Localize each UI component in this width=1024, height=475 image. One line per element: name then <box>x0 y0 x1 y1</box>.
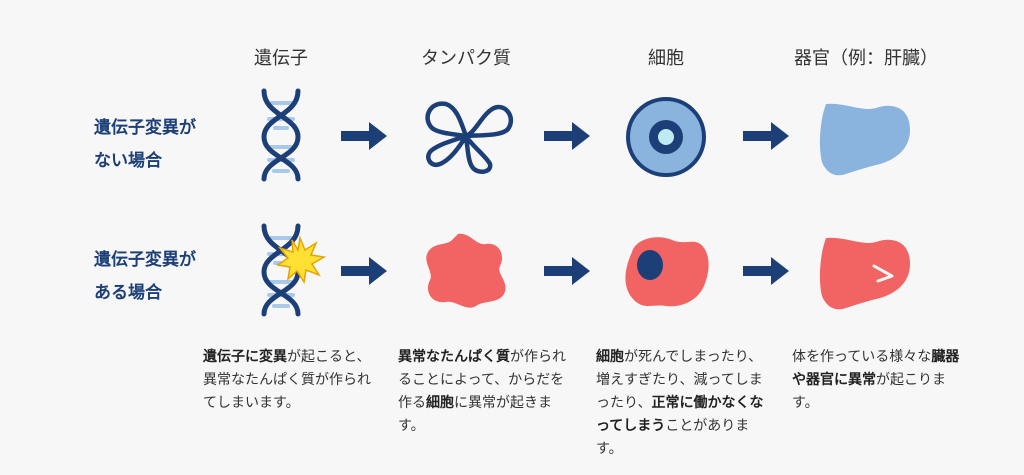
mutation-burst-icon <box>276 235 327 285</box>
caption-text: 体を作っている様々な <box>792 349 932 365</box>
caption-emphasis: 異常なたんぱく質 <box>398 349 510 365</box>
caption-text: ことがあります。 <box>596 418 750 457</box>
abnormal-protein-icon <box>426 233 506 308</box>
dna-helix-icon <box>264 91 298 179</box>
caption-text: が起こります。 <box>792 372 946 411</box>
arrow-icon <box>341 257 387 285</box>
column-header-organ: 器官（例：肝臓） <box>794 48 938 69</box>
caption-text: が死んでしまったり、増えすぎたり、減ってしまったり、 <box>596 349 763 411</box>
caption-text: に異常が起きます。 <box>398 395 552 434</box>
row-label-with-mutation: 遺伝子変異が ある場合 <box>94 244 244 310</box>
caption-cell: 細胞が死んでしまったり、増えすぎたり、減ってしまったり、正常に働かなくなってしま… <box>596 346 771 461</box>
caption-text: が作られることによって、からだを作る <box>398 349 566 411</box>
caption-emphasis: 臓器や器官に異常 <box>792 349 960 388</box>
caption-gene: 遺伝子に変異が起こると、異常なたんぱく質が作られてしまいます。 <box>203 346 378 415</box>
column-header-gene: 遺伝子 <box>254 48 308 69</box>
row-label-line: 遺伝子変異が <box>94 250 196 270</box>
row-label-line: ない場合 <box>94 151 162 171</box>
arrow-icon <box>743 257 789 285</box>
caption-protein: 異常なたんぱく質が作られることによって、からだを作る細胞に異常が起きます。 <box>398 346 573 438</box>
row-label-no-mutation: 遺伝子変異が ない場合 <box>94 112 244 178</box>
caption-emphasis: 細胞 <box>596 349 624 365</box>
caption-organ: 体を作っている様々な臓器や器官に異常が起こります。 <box>792 346 967 415</box>
row-label-line: ある場合 <box>94 283 162 303</box>
arrow-icon <box>544 122 590 150</box>
abnormal-cell-icon <box>625 237 709 307</box>
column-header-cell: 細胞 <box>648 48 684 69</box>
caption-emphasis: 遺伝子に変異 <box>203 349 287 365</box>
caption-emphasis: 正常に働かなくなってしまう <box>596 395 764 434</box>
caption-emphasis: 細胞 <box>426 395 454 411</box>
column-header-protein: タンパク質 <box>421 48 511 69</box>
arrow-icon <box>743 122 789 150</box>
normal-liver-icon <box>819 103 910 176</box>
abnormal-liver-icon <box>819 237 910 310</box>
arrow-icon <box>341 122 387 150</box>
row-label-line: 遺伝子変異が <box>94 118 196 138</box>
caption-text: が起こると、異常なたんぱく質が作られてしまいます。 <box>203 349 371 411</box>
normal-cell-icon <box>626 97 706 177</box>
normal-protein-icon <box>425 101 514 174</box>
arrow-icon <box>544 257 590 285</box>
